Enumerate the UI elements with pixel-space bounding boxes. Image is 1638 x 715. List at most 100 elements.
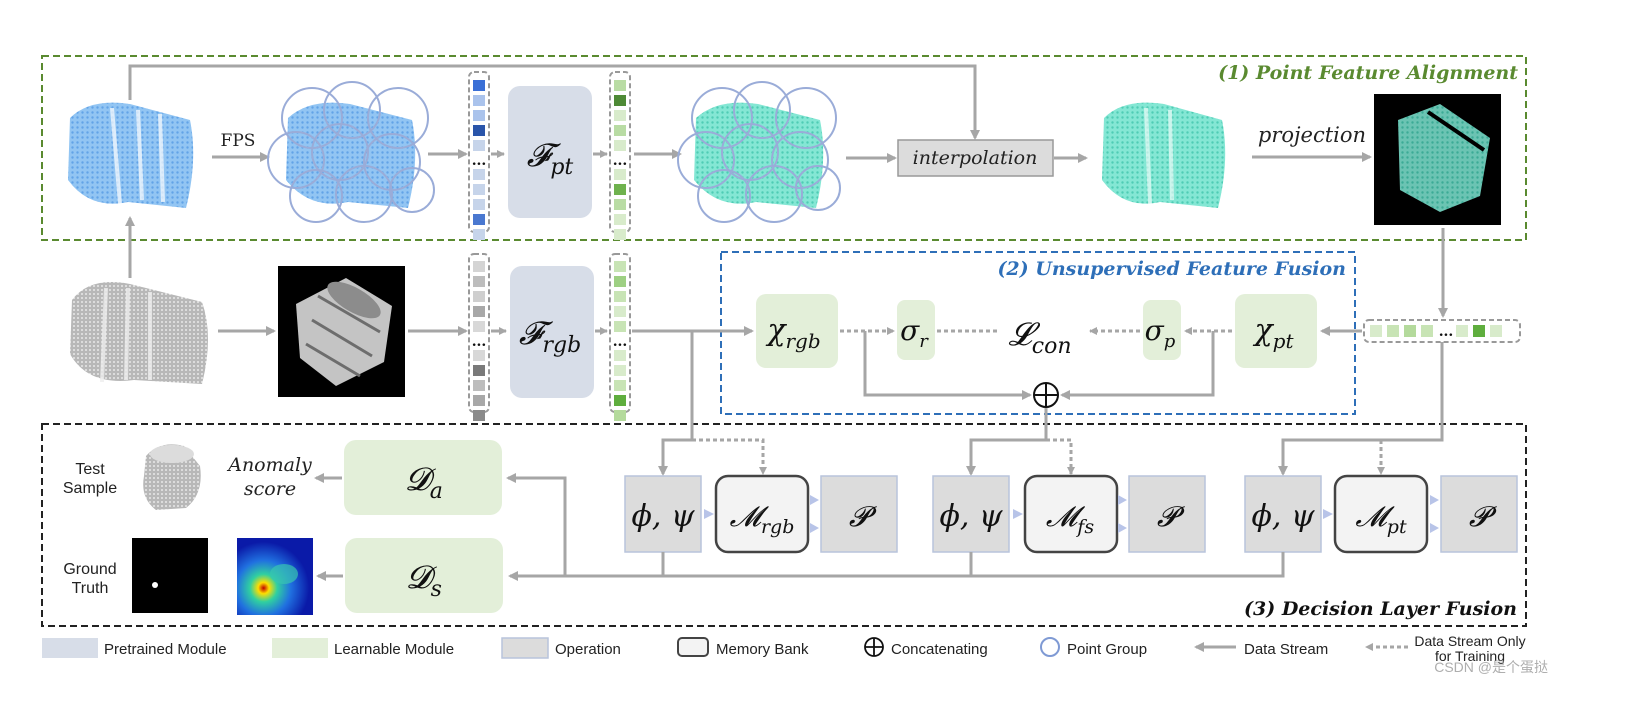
concat-to-mfs-dotted xyxy=(1046,438,1075,475)
feature-cell xyxy=(614,410,626,421)
feature-cell xyxy=(1370,325,1382,337)
f-rgb-symbol: 𝓕rgb xyxy=(519,314,581,358)
pt-row-to-decision xyxy=(1278,342,1444,476)
feature-cell xyxy=(473,276,485,287)
to-da-line xyxy=(506,473,567,576)
concat-to-decision xyxy=(966,408,1048,476)
feature-cell xyxy=(1490,325,1502,337)
feature-cell xyxy=(1473,325,1485,337)
feature-ellipsis: ... xyxy=(472,153,487,169)
pt-output-feature-cells: ... xyxy=(613,80,628,240)
feature-cell xyxy=(614,350,626,361)
d-a-module xyxy=(344,440,502,515)
feature-cell xyxy=(473,365,485,376)
legend-point-group-icon xyxy=(1040,637,1060,657)
feature-cell xyxy=(614,276,626,287)
point-group-circles xyxy=(267,81,435,223)
feature-cell xyxy=(614,140,626,151)
feature-cell xyxy=(614,306,626,317)
phi-psi-rgb-label: ϕ, ψ xyxy=(631,499,695,534)
phi-psi-pt-label: ϕ, ψ xyxy=(1251,499,1315,534)
feature-ellipsis: ... xyxy=(613,153,628,169)
feature-ellipsis: ... xyxy=(472,334,487,350)
legend-memory-swatch xyxy=(677,637,709,657)
test-sample-image xyxy=(143,444,201,510)
f-rgb-module xyxy=(510,266,594,398)
chi-pt-symbol: χpt xyxy=(1252,313,1294,353)
chi-pt-to-concat xyxy=(1060,331,1215,400)
rgb-to-decision-line xyxy=(658,331,694,476)
memory-bank-rgb xyxy=(714,474,810,554)
section-fusion-label: (2) Unsupervised Feature Fusion xyxy=(997,258,1346,280)
feature-cell xyxy=(1456,325,1468,337)
feature-point-groups xyxy=(677,81,841,223)
feature-cell xyxy=(614,291,626,302)
section-decision-label: (3) Decision Layer Fusion xyxy=(1244,598,1517,620)
f-pt-module xyxy=(508,86,592,218)
d-s-module xyxy=(345,538,503,613)
section-fusion-box xyxy=(720,251,1356,415)
legend-pretrained-swatch xyxy=(42,638,98,658)
feature-cell xyxy=(473,199,485,210)
pt-feature-row-cells: ... xyxy=(1370,324,1502,340)
section-alignment-label: (1) Point Feature Alignment xyxy=(1218,62,1518,84)
feature-cell xyxy=(614,261,626,272)
ground-truth-image xyxy=(132,538,208,613)
skip-line xyxy=(128,64,980,140)
rgb-to-mrgb-dotted xyxy=(692,438,767,475)
legend-learnable-swatch xyxy=(272,638,328,658)
feature-cell xyxy=(1404,325,1416,337)
legend-pretrained-label: Pretrained Module xyxy=(104,641,227,658)
feature-cell xyxy=(473,214,485,225)
fps-label: FPS xyxy=(221,131,256,151)
feature-cell xyxy=(473,95,485,106)
feature-cell xyxy=(473,410,485,421)
legend-operation-label: Operation xyxy=(555,641,621,658)
legend-point-group-label: Point Group xyxy=(1067,641,1147,658)
sigma-p-module xyxy=(1143,300,1181,360)
feature-cell xyxy=(614,365,626,376)
projected-feature-image xyxy=(1374,94,1501,225)
chi-rgb-module xyxy=(756,294,838,368)
feature-ellipsis: ... xyxy=(1439,324,1454,340)
feature-ellipsis: ... xyxy=(613,334,628,350)
phi-psi-fs-label: ϕ, ψ xyxy=(939,499,1003,534)
feature-cell xyxy=(473,125,485,136)
chi-pt-module xyxy=(1235,294,1317,368)
rgb-image xyxy=(278,266,405,397)
feature-cell xyxy=(614,169,626,180)
feature-cell xyxy=(473,140,485,151)
pt-feature-row xyxy=(1363,319,1521,343)
feature-cell xyxy=(614,321,626,332)
sigma-r-symbol: σr xyxy=(900,314,929,352)
rgb-point-cloud xyxy=(70,282,208,384)
section-decision-box xyxy=(41,423,1527,627)
interpolation-label: interpolation xyxy=(913,147,1038,169)
feature-cell xyxy=(473,395,485,406)
feature-cell xyxy=(614,380,626,391)
watermark: CSDN @是个蛋挞 xyxy=(1434,659,1548,675)
chi-rgb-symbol: χrgb xyxy=(765,313,820,353)
phi-psi-rgb xyxy=(624,475,702,553)
legend-data-stream-label: Data Stream xyxy=(1244,641,1328,658)
feature-cell xyxy=(614,80,626,91)
feature-cell xyxy=(473,80,485,91)
feature-cell xyxy=(473,350,485,361)
sigma-r-module xyxy=(897,300,935,360)
grouped-point-cloud xyxy=(267,81,435,223)
projection-label: projection xyxy=(1258,123,1366,147)
feature-cell xyxy=(473,184,485,195)
p-module-pt xyxy=(1440,475,1518,553)
section-alignment-box xyxy=(41,55,1527,241)
rgb-input-feature-cells: ... xyxy=(472,261,487,421)
feature-cell xyxy=(473,261,485,272)
feature-cell xyxy=(473,380,485,391)
pt-input-feature-cells: ... xyxy=(472,80,487,240)
feature-cell xyxy=(614,125,626,136)
feature-cell xyxy=(614,110,626,121)
sigma-p-symbol: σp xyxy=(1145,314,1176,352)
